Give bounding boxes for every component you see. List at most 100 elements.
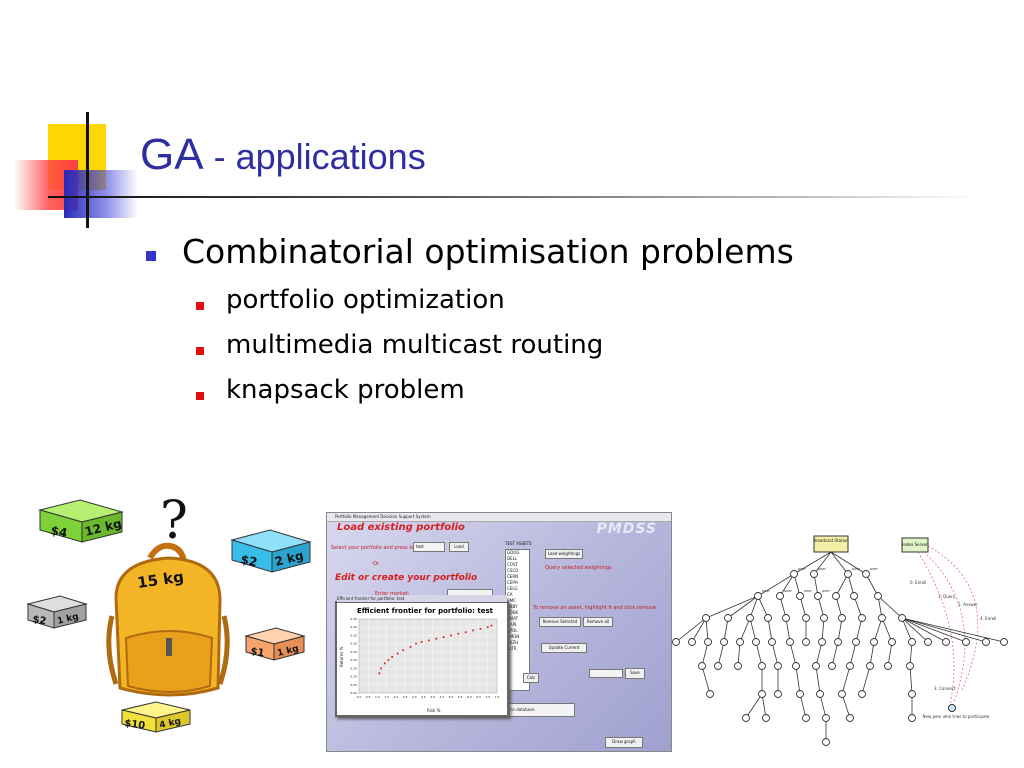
peer-node	[774, 662, 782, 670]
remove-all-button[interactable]: Remove all	[583, 617, 613, 627]
peer-label: peer	[804, 589, 813, 593]
peer-node	[810, 570, 818, 578]
slide-title: GA - applications	[140, 128, 426, 184]
peer-node	[714, 662, 722, 670]
bullet-square-l2	[196, 392, 204, 400]
peer-link	[901, 617, 987, 643]
peer-node	[790, 570, 798, 578]
asset-list-item[interactable]: BBBY	[507, 604, 518, 609]
chart-xtick-label: 0.5	[366, 695, 371, 699]
asset-list-item[interactable]: CSCO	[507, 568, 519, 573]
peer-node	[906, 662, 914, 670]
asset-list-item[interactable]: GOOG	[507, 550, 520, 555]
peer-node	[852, 638, 860, 646]
step-query: 1. Query	[938, 594, 956, 599]
asset-list-item[interactable]: CELG	[507, 586, 518, 591]
load-weightings-button[interactable]: Load weightings	[545, 549, 583, 559]
peer-node	[796, 592, 804, 600]
asset-list-item[interactable]: BMC	[507, 598, 516, 603]
peer-link	[723, 617, 729, 643]
peer-node	[734, 662, 742, 670]
peer-node	[742, 714, 750, 722]
peer-link	[855, 617, 863, 643]
bullet-level2-item: knapsack problem	[226, 375, 465, 405]
portfolio-select[interactable]: test	[413, 542, 445, 552]
step-connect: 3. Connect	[934, 686, 956, 691]
or-label: Or	[373, 561, 379, 567]
remove-selected-button[interactable]: Remove Selected	[539, 617, 581, 627]
asset-list-item[interactable]: AMAT	[507, 616, 519, 621]
peer-link	[757, 573, 795, 597]
peer-node	[782, 614, 790, 622]
calc-button[interactable]: Calc	[523, 673, 539, 683]
chart-point	[450, 634, 452, 637]
item-price: $4	[49, 523, 68, 540]
peer-link	[813, 551, 832, 575]
query-weightings-label: Query selected weightings	[545, 565, 612, 571]
chart-ytick-label: 0.40	[350, 625, 357, 629]
item-box-blue: $2 2 kg	[230, 529, 312, 573]
peer-link	[835, 573, 849, 597]
asset-list-item[interactable]: AKZH	[507, 640, 519, 645]
peer-node	[908, 638, 916, 646]
chart-window-bar: Efficient frontier for portfolio: test	[337, 595, 507, 602]
chart-plot-area	[358, 618, 498, 694]
peer-node	[898, 614, 906, 622]
peer-node	[792, 662, 800, 670]
item-price: $2	[31, 614, 47, 627]
chart-point	[402, 649, 405, 652]
peer-node	[802, 714, 810, 722]
peer-link	[755, 641, 763, 667]
question-mark: ?	[160, 491, 188, 551]
chart-ytick-label: 0.20	[350, 658, 357, 662]
peer-node	[962, 638, 970, 646]
chart-title: Efficient frontier for portfolio: test	[357, 607, 493, 615]
chart-point	[435, 637, 438, 640]
peer-node	[724, 614, 732, 622]
broadcast-station-label: Broadcast Station	[813, 538, 849, 543]
asset-list-item[interactable]: AMGN	[507, 634, 520, 639]
peer-node	[844, 570, 852, 578]
peer-node	[866, 662, 874, 670]
chart-xtick-label: 3.0	[412, 695, 417, 699]
update-current-button[interactable]: Update Current	[541, 643, 587, 653]
peer-node	[812, 662, 820, 670]
chart-ytick-label: 0.00	[350, 691, 357, 695]
peer-node	[846, 662, 854, 670]
asset-list-item[interactable]: AAPL	[507, 622, 518, 627]
asset-list-item[interactable]: COST	[507, 562, 518, 567]
peer-link	[785, 617, 791, 643]
asset-list-item[interactable]: ADSK	[507, 610, 518, 615]
peer-node	[762, 714, 770, 722]
save-button[interactable]: Save	[625, 668, 645, 679]
peer-node	[942, 638, 950, 646]
peer-link	[815, 641, 823, 667]
asset-list-item[interactable]: CEPH	[507, 580, 518, 585]
peer-node	[820, 614, 828, 622]
bullet-square-l2	[196, 347, 204, 355]
draw-graph-button[interactable]: Draw graph	[605, 737, 643, 748]
portfolio-name-input[interactable]	[589, 669, 623, 678]
asset-list-item[interactable]: APOL	[507, 628, 518, 633]
select-label: Select your portfolio and press load	[331, 545, 421, 551]
edit-title: Edit or create your portfolio	[335, 573, 478, 583]
asset-list-item[interactable]: CERN	[507, 574, 519, 579]
peer-link	[675, 617, 707, 643]
peer-node	[834, 638, 842, 646]
peer-link	[869, 641, 875, 667]
load-button[interactable]: Load	[449, 542, 469, 552]
asset-list-item[interactable]: ALTR	[507, 646, 517, 651]
peer-link	[877, 595, 903, 619]
bullet-level2-item: portfolio optimization	[226, 285, 505, 315]
multicast-tree-diagram: Broadcast Station Index Server 0. Enroll…	[672, 535, 1008, 746]
asset-list-item[interactable]: CA	[507, 592, 513, 597]
asset-list-item[interactable]: DELL	[507, 556, 518, 561]
item-price: $1	[249, 646, 265, 659]
chart-point	[387, 659, 390, 662]
chart-point	[427, 639, 430, 642]
chart-xtick-label: 1.5	[384, 695, 389, 699]
peer-node	[888, 638, 896, 646]
chart-ylabel: Returns %	[339, 646, 344, 667]
chart-xtick-label: 3.5	[421, 695, 426, 699]
